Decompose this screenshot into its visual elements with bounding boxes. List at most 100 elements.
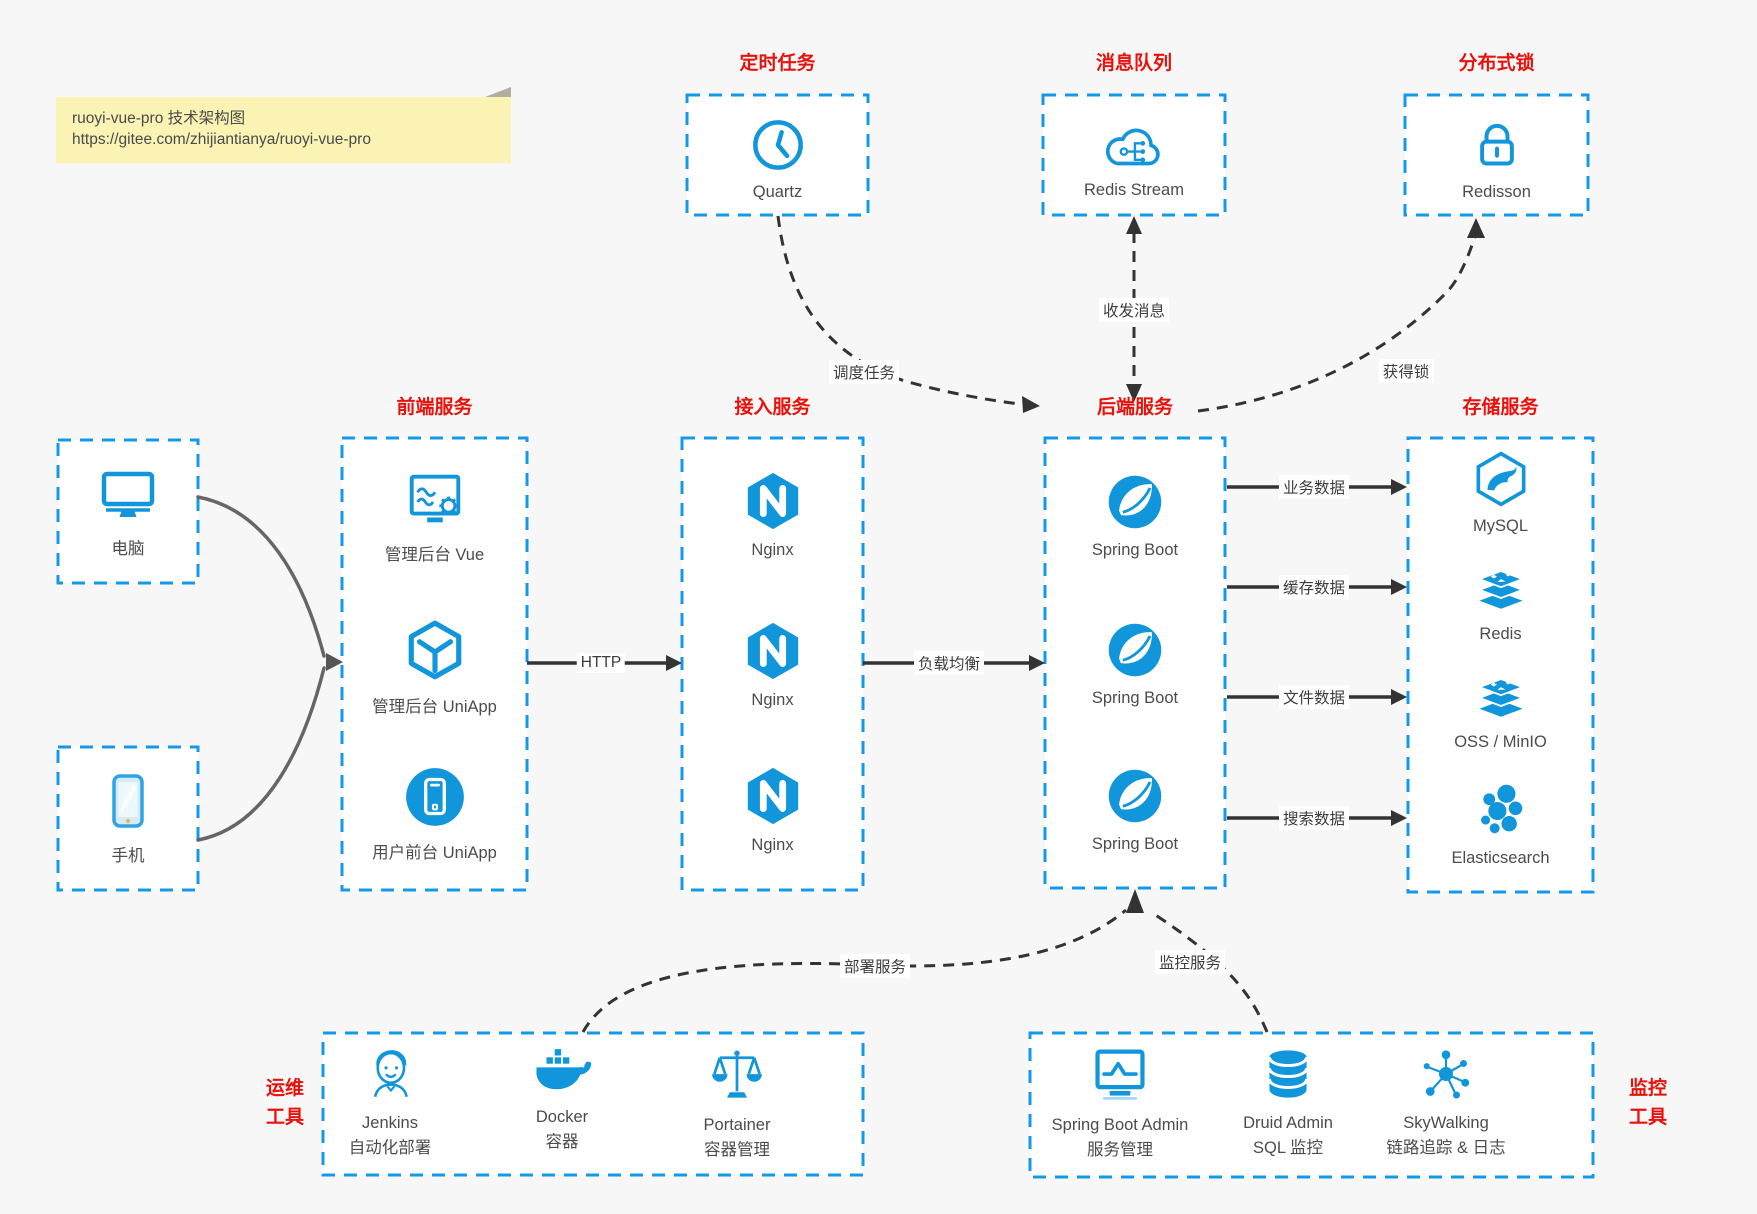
admin-monitor-gear-icon <box>409 474 460 523</box>
tool-jenkins: Jenkins 自动化部署 <box>305 1046 475 1161</box>
uniapp-cube-icon <box>408 620 461 680</box>
devops-title-line1: 运维 <box>265 1078 304 1099</box>
tool-portainer: Portainer 容器管理 <box>652 1046 822 1163</box>
skywalking-node-graph-icon <box>1423 1050 1470 1099</box>
cloud-network-icon <box>1105 128 1160 166</box>
node-mysql: MySQL <box>1408 450 1593 536</box>
node-label: MySQL <box>1472 517 1528 535</box>
node-label: Nginx <box>751 541 794 559</box>
node-redis-stream: Redis Stream <box>1043 122 1225 200</box>
docker-whale-icon <box>536 1049 592 1090</box>
node-spring-boot-1: Spring Boot <box>1045 472 1225 560</box>
tool-spring-boot-admin: Spring Boot Admin 服务管理 <box>1025 1046 1215 1163</box>
monitoring-title-line1: 监控 <box>1628 1078 1667 1099</box>
node-admin-vue: 管理后台 Vue <box>342 468 527 565</box>
edge-http-arrowhead <box>666 655 682 671</box>
spring-leaf-icon <box>1108 623 1162 677</box>
note-fold-corner <box>485 87 511 97</box>
database-cylinder-icon <box>1267 1050 1309 1098</box>
edge-file-data-arrowhead <box>1391 689 1407 705</box>
node-label: Nginx <box>751 691 794 709</box>
edge-cache-data-arrowhead <box>1391 579 1407 595</box>
tool-name: Jenkins <box>362 1114 418 1132</box>
devops-title-line2: 工具 <box>265 1107 304 1128</box>
edge-label-message: 收发消息 <box>1098 298 1170 322</box>
note-url: https://gitee.com/zhijiantianya/ruoyi-vu… <box>72 131 371 148</box>
lock-title: 分布式锁 <box>1458 53 1535 74</box>
tool-druid-admin: Druid Admin SQL 监控 <box>1203 1046 1373 1161</box>
mysql-dolphin-icon <box>1476 451 1525 507</box>
redis-stack-icon <box>1476 570 1525 609</box>
node-spring-boot-2: Spring Boot <box>1045 620 1225 708</box>
edge-label-monitor: 监控服务 <box>1154 950 1226 974</box>
tool-name: Docker <box>535 1108 589 1126</box>
node-redisson: Redisson <box>1405 118 1588 202</box>
edge-label-http: HTTP <box>576 653 626 673</box>
gateway-title: 接入服务 <box>734 397 811 418</box>
edge-label-deploy: 部署服务 <box>839 954 911 978</box>
storage-title: 存储服务 <box>1462 397 1539 418</box>
edge-message-arrowhead-up <box>1126 216 1142 234</box>
node-redis: Redis <box>1408 562 1593 644</box>
node-label: 管理后台 Vue <box>384 546 485 564</box>
node-mobile: 手机 <box>58 769 198 866</box>
node-pc: 电脑 <box>58 462 198 559</box>
edge-label-load-balance: 负载均衡 <box>913 651 985 675</box>
node-oss-minio: OSS / MinIO <box>1408 670 1593 752</box>
tool-desc: 自动化部署 <box>348 1139 432 1157</box>
admin-pulse-monitor-icon <box>1095 1049 1145 1100</box>
nginx-icon <box>747 622 798 680</box>
node-nginx-2: Nginx <box>682 620 863 710</box>
tool-name: Portainer <box>703 1116 771 1134</box>
edge-label-search-data: 搜索数据 <box>1278 806 1350 830</box>
scales-icon <box>712 1050 762 1098</box>
node-label: Spring Boot <box>1091 689 1179 707</box>
edge-schedule-arrowhead <box>1022 396 1040 413</box>
node-label: Spring Boot <box>1091 541 1179 559</box>
jenkins-icon <box>373 1050 408 1098</box>
node-label: 电脑 <box>111 540 145 558</box>
node-spring-boot-3: Spring Boot <box>1045 766 1225 854</box>
frontend-title: 前端服务 <box>396 397 473 418</box>
node-label: 手机 <box>111 847 145 865</box>
edge-label-schedule: 调度任务 <box>828 360 900 384</box>
node-label: Redis Stream <box>1084 181 1184 199</box>
devops-side-title: 运维 工具 <box>243 1074 327 1132</box>
phone-icon <box>112 774 144 828</box>
backend-title: 后端服务 <box>1096 397 1173 418</box>
node-label: 用户前台 UniApp <box>372 844 497 862</box>
elasticsearch-cluster-icon <box>1480 784 1522 834</box>
node-label: Redis <box>1479 625 1522 643</box>
spring-leaf-icon <box>1108 769 1162 823</box>
edge-clients-arrowhead <box>326 653 343 671</box>
node-nginx-1: Nginx <box>682 470 863 560</box>
scheduled-title: 定时任务 <box>739 53 816 74</box>
edge-label-acquire-lock: 获得锁 <box>1378 359 1434 383</box>
node-label: 管理后台 UniApp <box>372 698 497 716</box>
node-nginx-3: Nginx <box>682 765 863 855</box>
edge-acquire-lock-arrowhead <box>1467 218 1485 238</box>
node-label: Redisson <box>1462 183 1531 201</box>
edge-label-business-data: 业务数据 <box>1278 475 1350 499</box>
node-user-uniapp: 用户前台 UniApp <box>342 764 527 863</box>
tool-name: Spring Boot Admin <box>1051 1116 1189 1134</box>
tool-desc: SQL 监控 <box>1253 1139 1323 1157</box>
node-label: Quartz <box>752 183 803 201</box>
nginx-icon <box>747 472 798 530</box>
tool-desc: 服务管理 <box>1087 1141 1153 1159</box>
tool-name: SkyWalking <box>1403 1114 1489 1132</box>
lock-icon <box>1479 123 1514 166</box>
clock-icon <box>752 120 803 170</box>
edge-search-data-arrowhead <box>1391 810 1407 826</box>
spring-leaf-icon <box>1108 475 1162 529</box>
node-admin-uniapp: 管理后台 UniApp <box>342 618 527 717</box>
edge-acquire-lock-curve <box>1197 235 1477 413</box>
monitoring-title-line2: 工具 <box>1628 1107 1667 1128</box>
node-quartz: Quartz <box>687 116 868 202</box>
edge-lb-arrowhead <box>1029 655 1045 671</box>
note-title: ruoyi-vue-pro 技术架构图 <box>72 110 246 127</box>
tool-desc: 链路追踪 & 日志 <box>1386 1139 1506 1157</box>
nginx-icon <box>747 767 798 825</box>
edge-label-file-data: 文件数据 <box>1278 685 1350 709</box>
